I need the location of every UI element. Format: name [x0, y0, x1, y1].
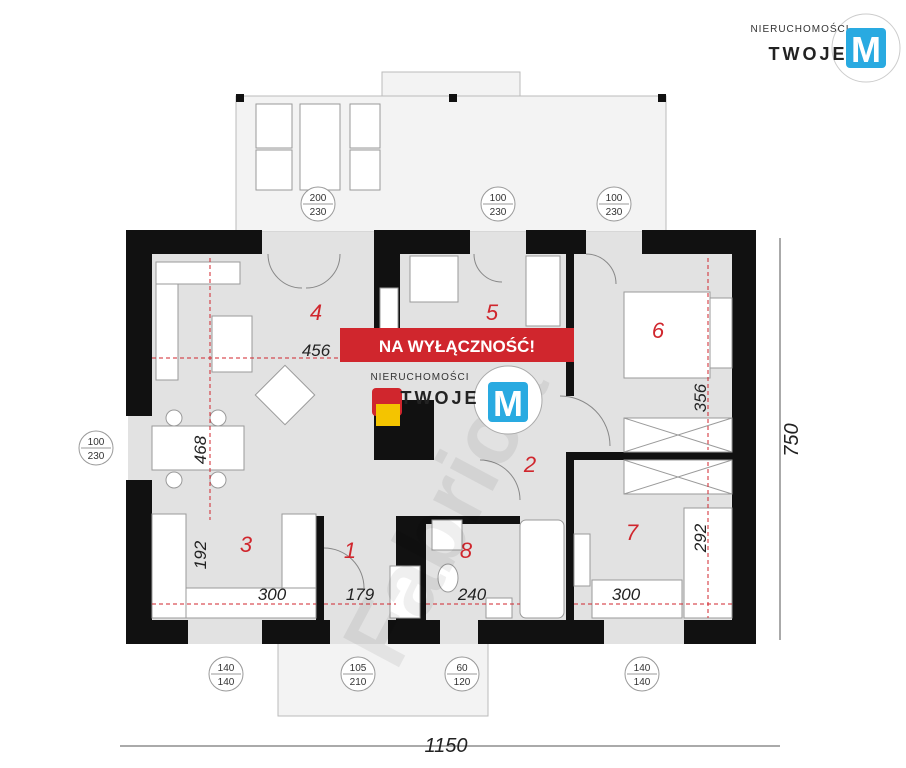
svg-text:230: 230	[490, 207, 507, 218]
window-labels: 200 230 100 230 100 230 100 230 140 140	[78, 186, 660, 692]
window-label: 60 120	[444, 656, 480, 692]
svg-text:120: 120	[454, 677, 471, 688]
dimension-label: 240	[457, 585, 487, 604]
room-number: 1	[344, 538, 356, 563]
kitchen-units	[151, 513, 317, 619]
svg-text:140: 140	[218, 677, 235, 688]
svg-text:105: 105	[350, 663, 367, 674]
svg-text:140: 140	[634, 663, 651, 674]
center-logo-top-text: NIERUCHOMOŚCI	[370, 370, 469, 383]
corner-logo-brand-text: TWOJE	[768, 44, 847, 64]
window-label: 200 230	[300, 186, 336, 222]
hall-wardrobe	[389, 565, 421, 619]
dimension-texts: 456 468 192 300 179 240 300 356 292 1150…	[191, 341, 803, 757]
dimension-label: 300	[612, 585, 641, 604]
corner-logo-top-text: NIERUCHOMOŚCI	[750, 22, 849, 35]
outer-dimension-lines	[120, 238, 781, 747]
svg-text:230: 230	[88, 451, 105, 462]
dimension-label: 292	[691, 523, 710, 553]
room-number: 3	[240, 532, 253, 557]
outer-walls	[126, 230, 756, 644]
center-logo-mark: M	[493, 383, 523, 424]
window-label: 100 230	[596, 186, 632, 222]
svg-text:60: 60	[456, 663, 468, 674]
svg-text:230: 230	[606, 207, 623, 218]
center-logo-brand-text: TWOJE	[400, 388, 479, 408]
exclusive-badge: NA WYŁĄCZNOŚĆ!	[340, 328, 574, 362]
key-tag-icon	[376, 404, 400, 426]
center-logo: NIERUCHOMOŚCI TWOJE M	[370, 365, 543, 435]
room-number: 7	[626, 520, 639, 545]
window-label: 100 230	[480, 186, 516, 222]
room-numbers: 1 2 3 4 5 6 7 8	[240, 300, 665, 563]
room-number: 2	[523, 452, 536, 477]
svg-text:210: 210	[350, 677, 367, 688]
svg-text:140: 140	[634, 677, 651, 688]
corner-logo-mark: M	[851, 29, 881, 70]
total-width-label: 1150	[424, 735, 467, 757]
svg-text:200: 200	[310, 193, 327, 204]
svg-text:100: 100	[88, 437, 105, 448]
svg-text:140: 140	[218, 663, 235, 674]
bedroom-6-furniture	[623, 291, 733, 453]
bathroom-fixtures	[431, 519, 565, 619]
dimension-label: 356	[691, 383, 710, 412]
room-number: 8	[460, 538, 473, 563]
dimension-label: 192	[191, 540, 210, 569]
room-number: 4	[310, 300, 322, 325]
dimension-label: 179	[346, 585, 375, 604]
exclusive-badge-text: NA WYŁĄCZNOŚĆ!	[379, 337, 535, 356]
window-label: 140 140	[624, 656, 660, 692]
corner-logo: NIERUCHOMOŚCI TWOJE M	[750, 13, 901, 83]
dimension-label: 300	[258, 585, 287, 604]
living-room-furniture	[151, 261, 316, 489]
terrace-loungers	[255, 103, 381, 191]
total-height-label: 750	[781, 423, 803, 456]
dimension-lines	[152, 258, 732, 618]
dimension-label: 456	[302, 341, 331, 360]
svg-text:100: 100	[490, 193, 507, 204]
window-label: 105 210	[340, 656, 376, 692]
room-number: 6	[652, 318, 665, 343]
door-swings	[267, 253, 617, 589]
svg-text:100: 100	[606, 193, 623, 204]
window-label: 140 140	[208, 656, 244, 692]
window-label: 100 230	[78, 430, 114, 466]
room-number: 5	[486, 300, 499, 325]
svg-text:230: 230	[310, 207, 327, 218]
laundry-fixtures	[379, 255, 561, 339]
dimension-label: 468	[191, 435, 210, 464]
